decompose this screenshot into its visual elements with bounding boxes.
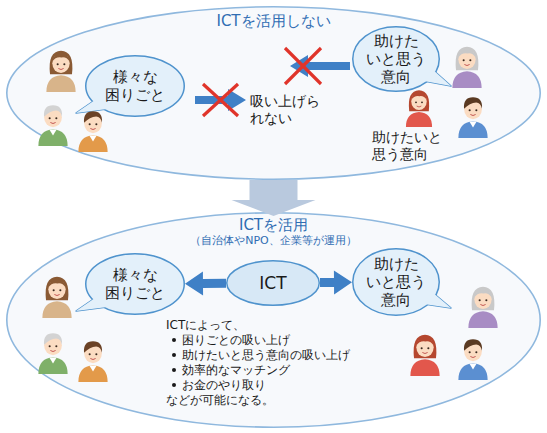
cross-mark bbox=[203, 84, 238, 116]
person-icon bbox=[410, 335, 439, 376]
note-text: ICTによって、 bbox=[166, 318, 245, 332]
blocked-arrow bbox=[290, 55, 350, 77]
node-text: ICTを活用しない bbox=[216, 12, 330, 30]
ict-ellipse: ICT bbox=[226, 260, 320, 306]
speech-bubble: 様々な 困りごと bbox=[85, 55, 185, 117]
person-icon bbox=[38, 333, 67, 374]
scene-ellipse-shape bbox=[7, 7, 540, 179]
note-text: 効率的なマッチング bbox=[182, 363, 290, 377]
note-text: 助けたいと思う意向の吸い上げ bbox=[182, 348, 350, 362]
blocked-arrow bbox=[195, 89, 246, 111]
node-text: 助けた いと思う 意向 bbox=[363, 255, 429, 309]
note-text: 吸い上げら れない bbox=[250, 93, 330, 127]
node-text: 様々な 困りごと bbox=[95, 68, 175, 104]
person-icon bbox=[468, 287, 497, 328]
person-icon bbox=[78, 111, 107, 152]
person-icon bbox=[38, 105, 67, 146]
node-text: 様々な 困りごと bbox=[95, 266, 175, 302]
cross-mark bbox=[203, 84, 238, 116]
exchange-arrow bbox=[320, 271, 352, 295]
cross-mark bbox=[285, 48, 321, 84]
person-icon bbox=[46, 51, 75, 92]
note-text: 困りごとの吸い上げ bbox=[182, 333, 290, 347]
note-text: などが可能になる。 bbox=[166, 393, 274, 407]
speech-bubble: 助けた いと思う 意向 bbox=[352, 248, 440, 316]
node-text: ICTを活用 bbox=[239, 216, 308, 234]
person-icon bbox=[42, 277, 71, 318]
person-icon bbox=[458, 339, 487, 380]
node-text: ICT bbox=[259, 273, 286, 293]
scene-ellipse-shape bbox=[7, 213, 540, 427]
note-text: 助けたいと 思う意向 bbox=[372, 129, 452, 163]
transition-arrow bbox=[232, 180, 316, 216]
speech-bubble-shape bbox=[353, 27, 440, 92]
node-subtext: （自治体やNPO、企業等が運用） bbox=[190, 234, 357, 247]
bubble-tail-fill bbox=[76, 298, 107, 311]
bubble-tail-fill bbox=[76, 100, 107, 113]
person-icon bbox=[406, 90, 432, 127]
speech-bubble-shape bbox=[353, 249, 440, 316]
cross-mark bbox=[285, 48, 321, 84]
node-text: 助けた いと思う 意向 bbox=[363, 32, 429, 86]
person-icon bbox=[452, 47, 481, 88]
person-icon bbox=[78, 341, 107, 382]
person-icon bbox=[458, 97, 487, 138]
note-text: お金のやり取り bbox=[182, 378, 266, 392]
exchange-arrow bbox=[185, 272, 226, 296]
bubble-tail-fill bbox=[424, 69, 451, 86]
ict-ellipse-shape bbox=[227, 261, 320, 306]
bubble-tail-fill bbox=[424, 292, 451, 308]
speech-bubble: 助けた いと思う 意向 bbox=[352, 26, 440, 92]
speech-bubble: 様々な 困りごと bbox=[85, 253, 185, 315]
